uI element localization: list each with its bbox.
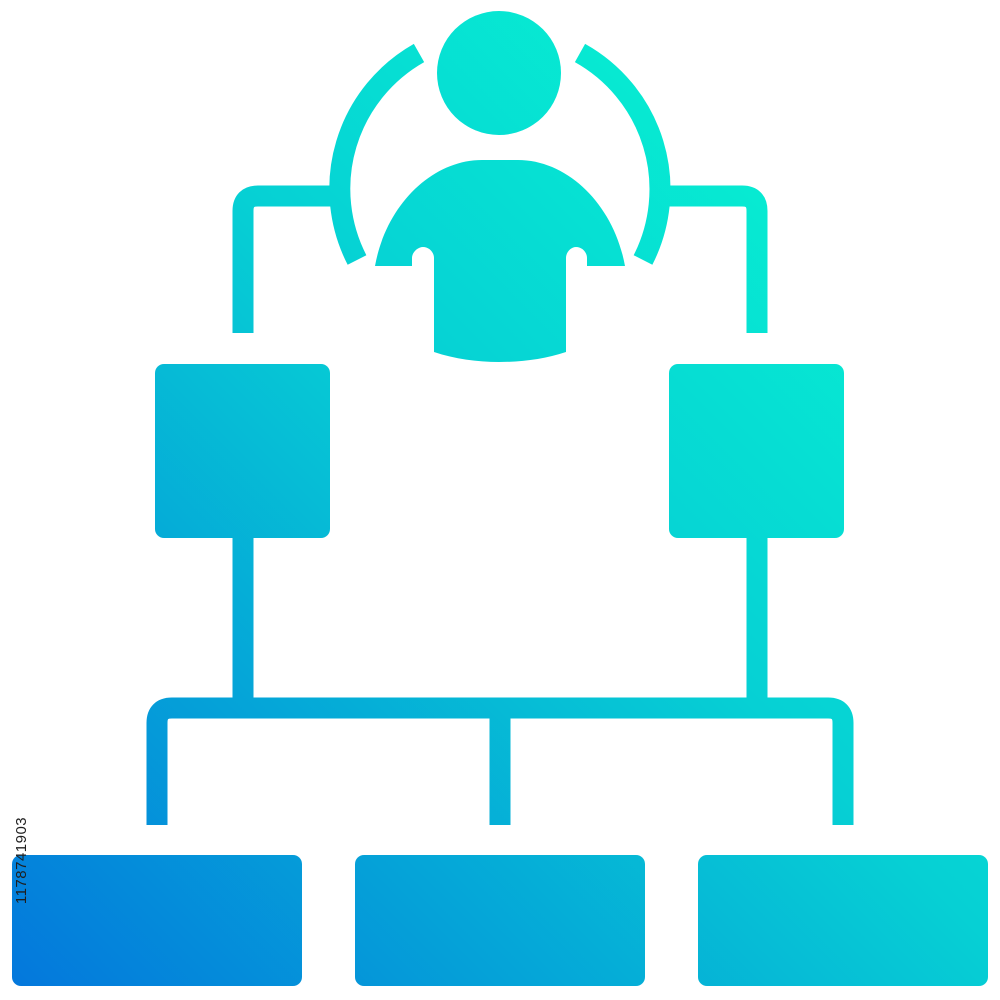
stock-image-id-text: 1178741903 <box>13 816 31 904</box>
person-ring-left-arc <box>329 43 425 265</box>
connector-person-to-right-box <box>662 185 768 333</box>
node-box-bottom-left <box>12 855 302 986</box>
node-box-right <box>669 364 844 538</box>
user-body-icon <box>375 160 625 362</box>
person-ring-right-arc <box>574 43 671 265</box>
node-box-bottom-center <box>355 855 645 986</box>
node-box-left <box>155 364 330 538</box>
stock-image-id: 1178741903 <box>10 760 34 960</box>
node-box-bottom-right <box>698 855 988 986</box>
connector-person-to-left-box <box>232 185 336 333</box>
user-head-icon <box>437 11 561 135</box>
